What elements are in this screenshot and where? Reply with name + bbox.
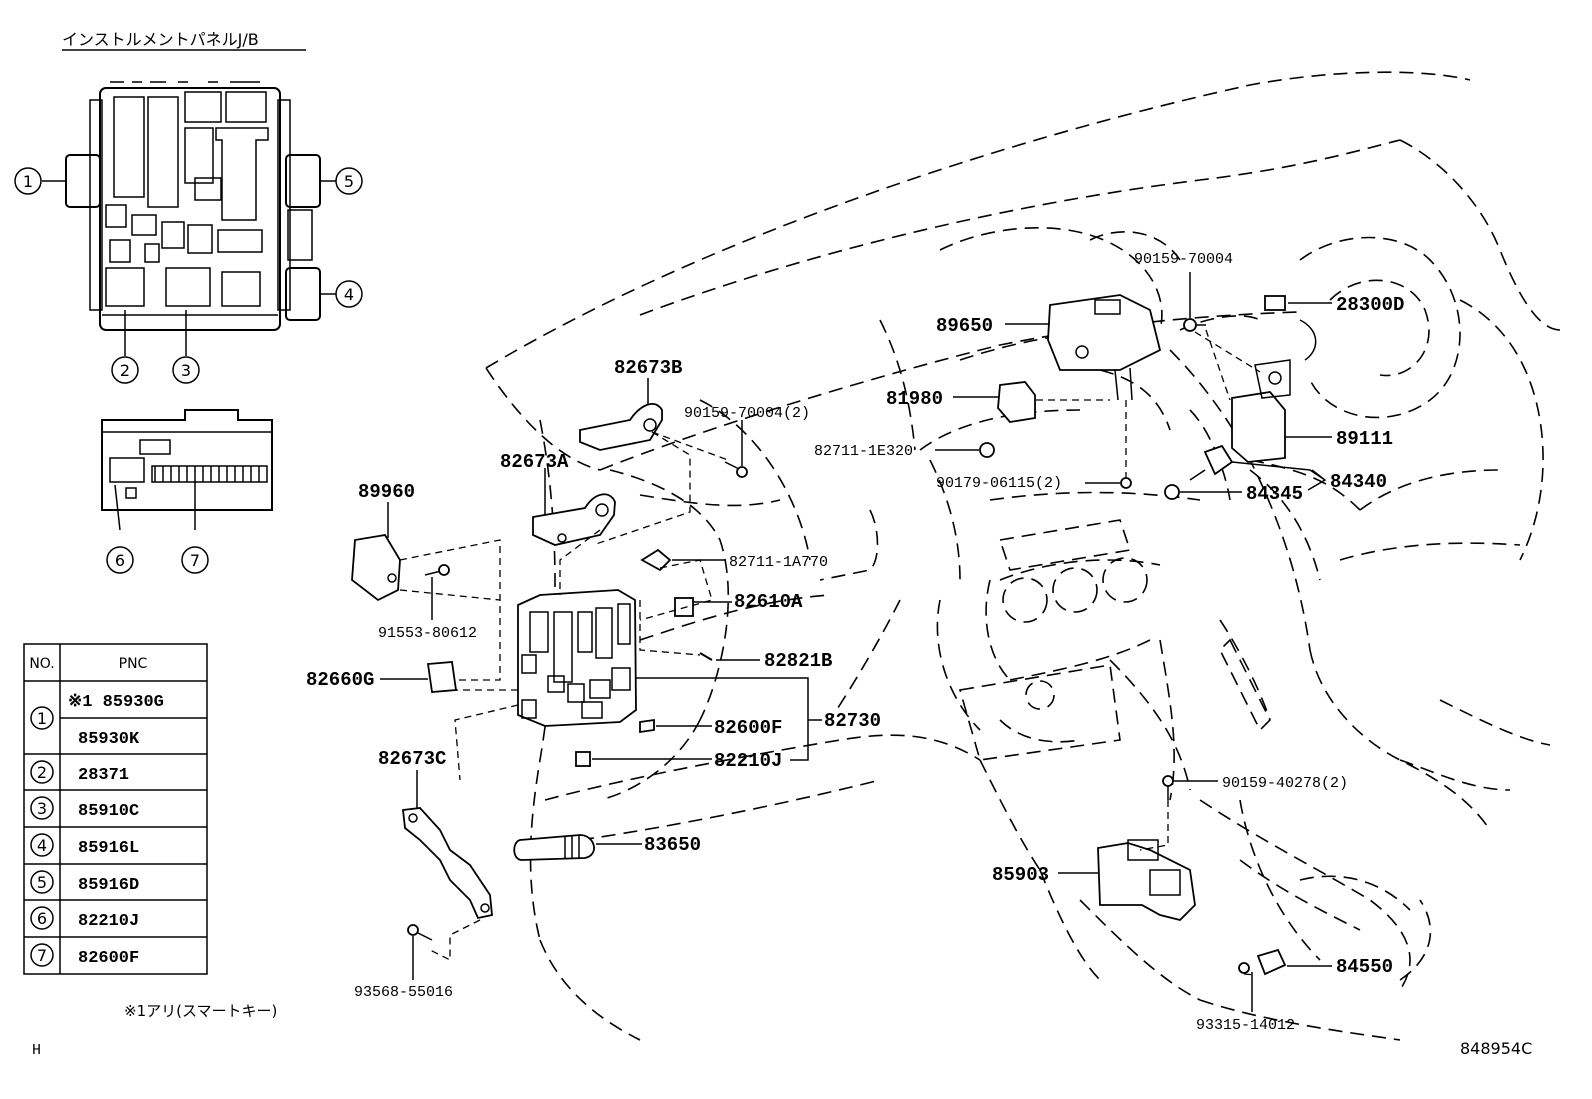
label-84550: 84550 (1336, 956, 1393, 978)
part-84340-switch (1189, 444, 1234, 481)
label-85903: 85903 (992, 864, 1049, 886)
part-90159-70004-2-bolt (724, 461, 748, 478)
label-84345: 84345 (1246, 483, 1303, 505)
part-82730-junction-block (517, 589, 637, 727)
part-84345-bulb (1164, 484, 1180, 500)
part-82673A-bracket (532, 493, 616, 546)
assembly-lines (399, 329, 1261, 976)
label-90179-06115-2: 90179-06115(2) (936, 475, 1062, 492)
label-82673C: 82673C (378, 748, 446, 770)
part-82600F-fuse (639, 718, 655, 734)
callout-4: 4 (335, 280, 363, 308)
part-82610A-relay (674, 597, 694, 617)
table-row-2: 28371 (78, 766, 129, 785)
label-93315-14012: 93315-14012 (1196, 1017, 1295, 1034)
table-row-3: 85910C (78, 802, 139, 821)
part-82821B-fuse (699, 652, 713, 661)
part-84550-switch (1256, 948, 1287, 976)
label-84340: 84340 (1330, 471, 1387, 493)
callout-6: 6 (106, 546, 134, 574)
label-82610A: 82610A (734, 591, 803, 613)
svg-text:2: 2 (120, 361, 130, 380)
footnote: ※1アリ(スマートキー) (124, 1002, 277, 1020)
part-90159-70004-bolt (1183, 318, 1206, 332)
svg-text:7: 7 (37, 946, 47, 965)
table-header-no: NO. (29, 656, 54, 672)
svg-text:7: 7 (190, 551, 200, 570)
label-82600F: 82600F (714, 717, 782, 739)
label-93568-55016: 93568-55016 (354, 984, 453, 1001)
jb-title: インストルメントパネルJ/B (62, 30, 259, 49)
part-89960-sensor (351, 534, 401, 602)
part-85903-relay-block (1097, 839, 1196, 921)
svg-text:5: 5 (37, 873, 47, 892)
part-93568-55016-bolt (407, 924, 433, 941)
svg-text:6: 6 (37, 909, 47, 928)
part-91553-80612-bolt (424, 564, 450, 576)
label-82210J: 82210J (714, 750, 782, 772)
label-82711-1E320: 82711-1E320 (814, 443, 913, 460)
part-82711-1E320-clip (979, 442, 995, 458)
part-82673B-bracket (579, 403, 663, 451)
label-81980: 81980 (886, 388, 943, 410)
junction-block-side-view (101, 409, 273, 531)
label-82673A: 82673A (500, 451, 569, 473)
junction-block-top-view (65, 81, 321, 331)
label-91553-80612: 91553-80612 (378, 625, 477, 642)
svg-text:3: 3 (181, 361, 191, 380)
svg-text:1: 1 (23, 172, 33, 191)
part-82660G-relay (426, 661, 458, 693)
label-82730: 82730 (824, 710, 881, 732)
table-row-5: 85916D (78, 876, 139, 895)
callout-5: 5 (335, 167, 363, 195)
callout-3: 3 (172, 356, 200, 384)
label-89650: 89650 (936, 315, 993, 337)
label-90159-70004: 90159-70004 (1134, 251, 1233, 268)
label-90159-40278-2: 90159-40278(2) (1222, 775, 1348, 792)
svg-text:1: 1 (37, 709, 47, 728)
table-header-pnc: PNC (119, 656, 148, 672)
label-82660G: 82660G (306, 669, 374, 691)
part-90159-40278-2-bolt (1162, 775, 1174, 800)
corner-code-left: H (32, 1042, 41, 1059)
svg-text:3: 3 (37, 799, 47, 818)
label-83650: 83650 (644, 834, 701, 856)
table-row-4: 85916L (78, 839, 139, 858)
part-82673C-bracket (402, 807, 493, 920)
jb-callout-lines (42, 180, 336, 356)
part-81980-switch (997, 381, 1036, 423)
svg-text:4: 4 (344, 285, 354, 304)
part-82210J-fuse (575, 751, 591, 767)
svg-text:2: 2 (37, 763, 47, 782)
drawing-number: 848954C (1460, 1039, 1532, 1058)
part-82711-1A770-clip (640, 548, 672, 572)
label-89111: 89111 (1336, 428, 1393, 450)
part-90179-06115-2-nut (1120, 477, 1132, 489)
svg-text:4: 4 (37, 836, 47, 855)
table-row-1a: ※1 85930G (68, 693, 164, 712)
part-89650-module (1047, 294, 1162, 401)
callout-7: 7 (181, 546, 209, 574)
pnc-table: NO. PNC 1 ※1 85930G 85930K 2 28371 3 859… (23, 643, 208, 975)
table-row-7: 82600F (78, 949, 139, 968)
label-82711-1A770: 82711-1A770 (729, 554, 828, 571)
callout-1: 1 (14, 167, 42, 195)
part-28300D-connector (1264, 295, 1317, 361)
label-28300D: 28300D (1336, 294, 1404, 316)
svg-text:6: 6 (115, 551, 125, 570)
label-82821B: 82821B (764, 650, 832, 672)
table-row-6: 82210J (78, 912, 139, 931)
label-82673B: 82673B (614, 357, 682, 379)
table-row-1b: 85930K (78, 730, 140, 749)
label-89960: 89960 (358, 481, 415, 503)
part-89111-module (1231, 359, 1291, 463)
callout-2: 2 (111, 356, 139, 384)
svg-text:5: 5 (344, 172, 354, 191)
part-83650-buzzer (513, 834, 595, 861)
label-90159-70004-2: 90159-70004(2) (684, 405, 810, 422)
part-93315-14012-screw (1238, 962, 1250, 974)
